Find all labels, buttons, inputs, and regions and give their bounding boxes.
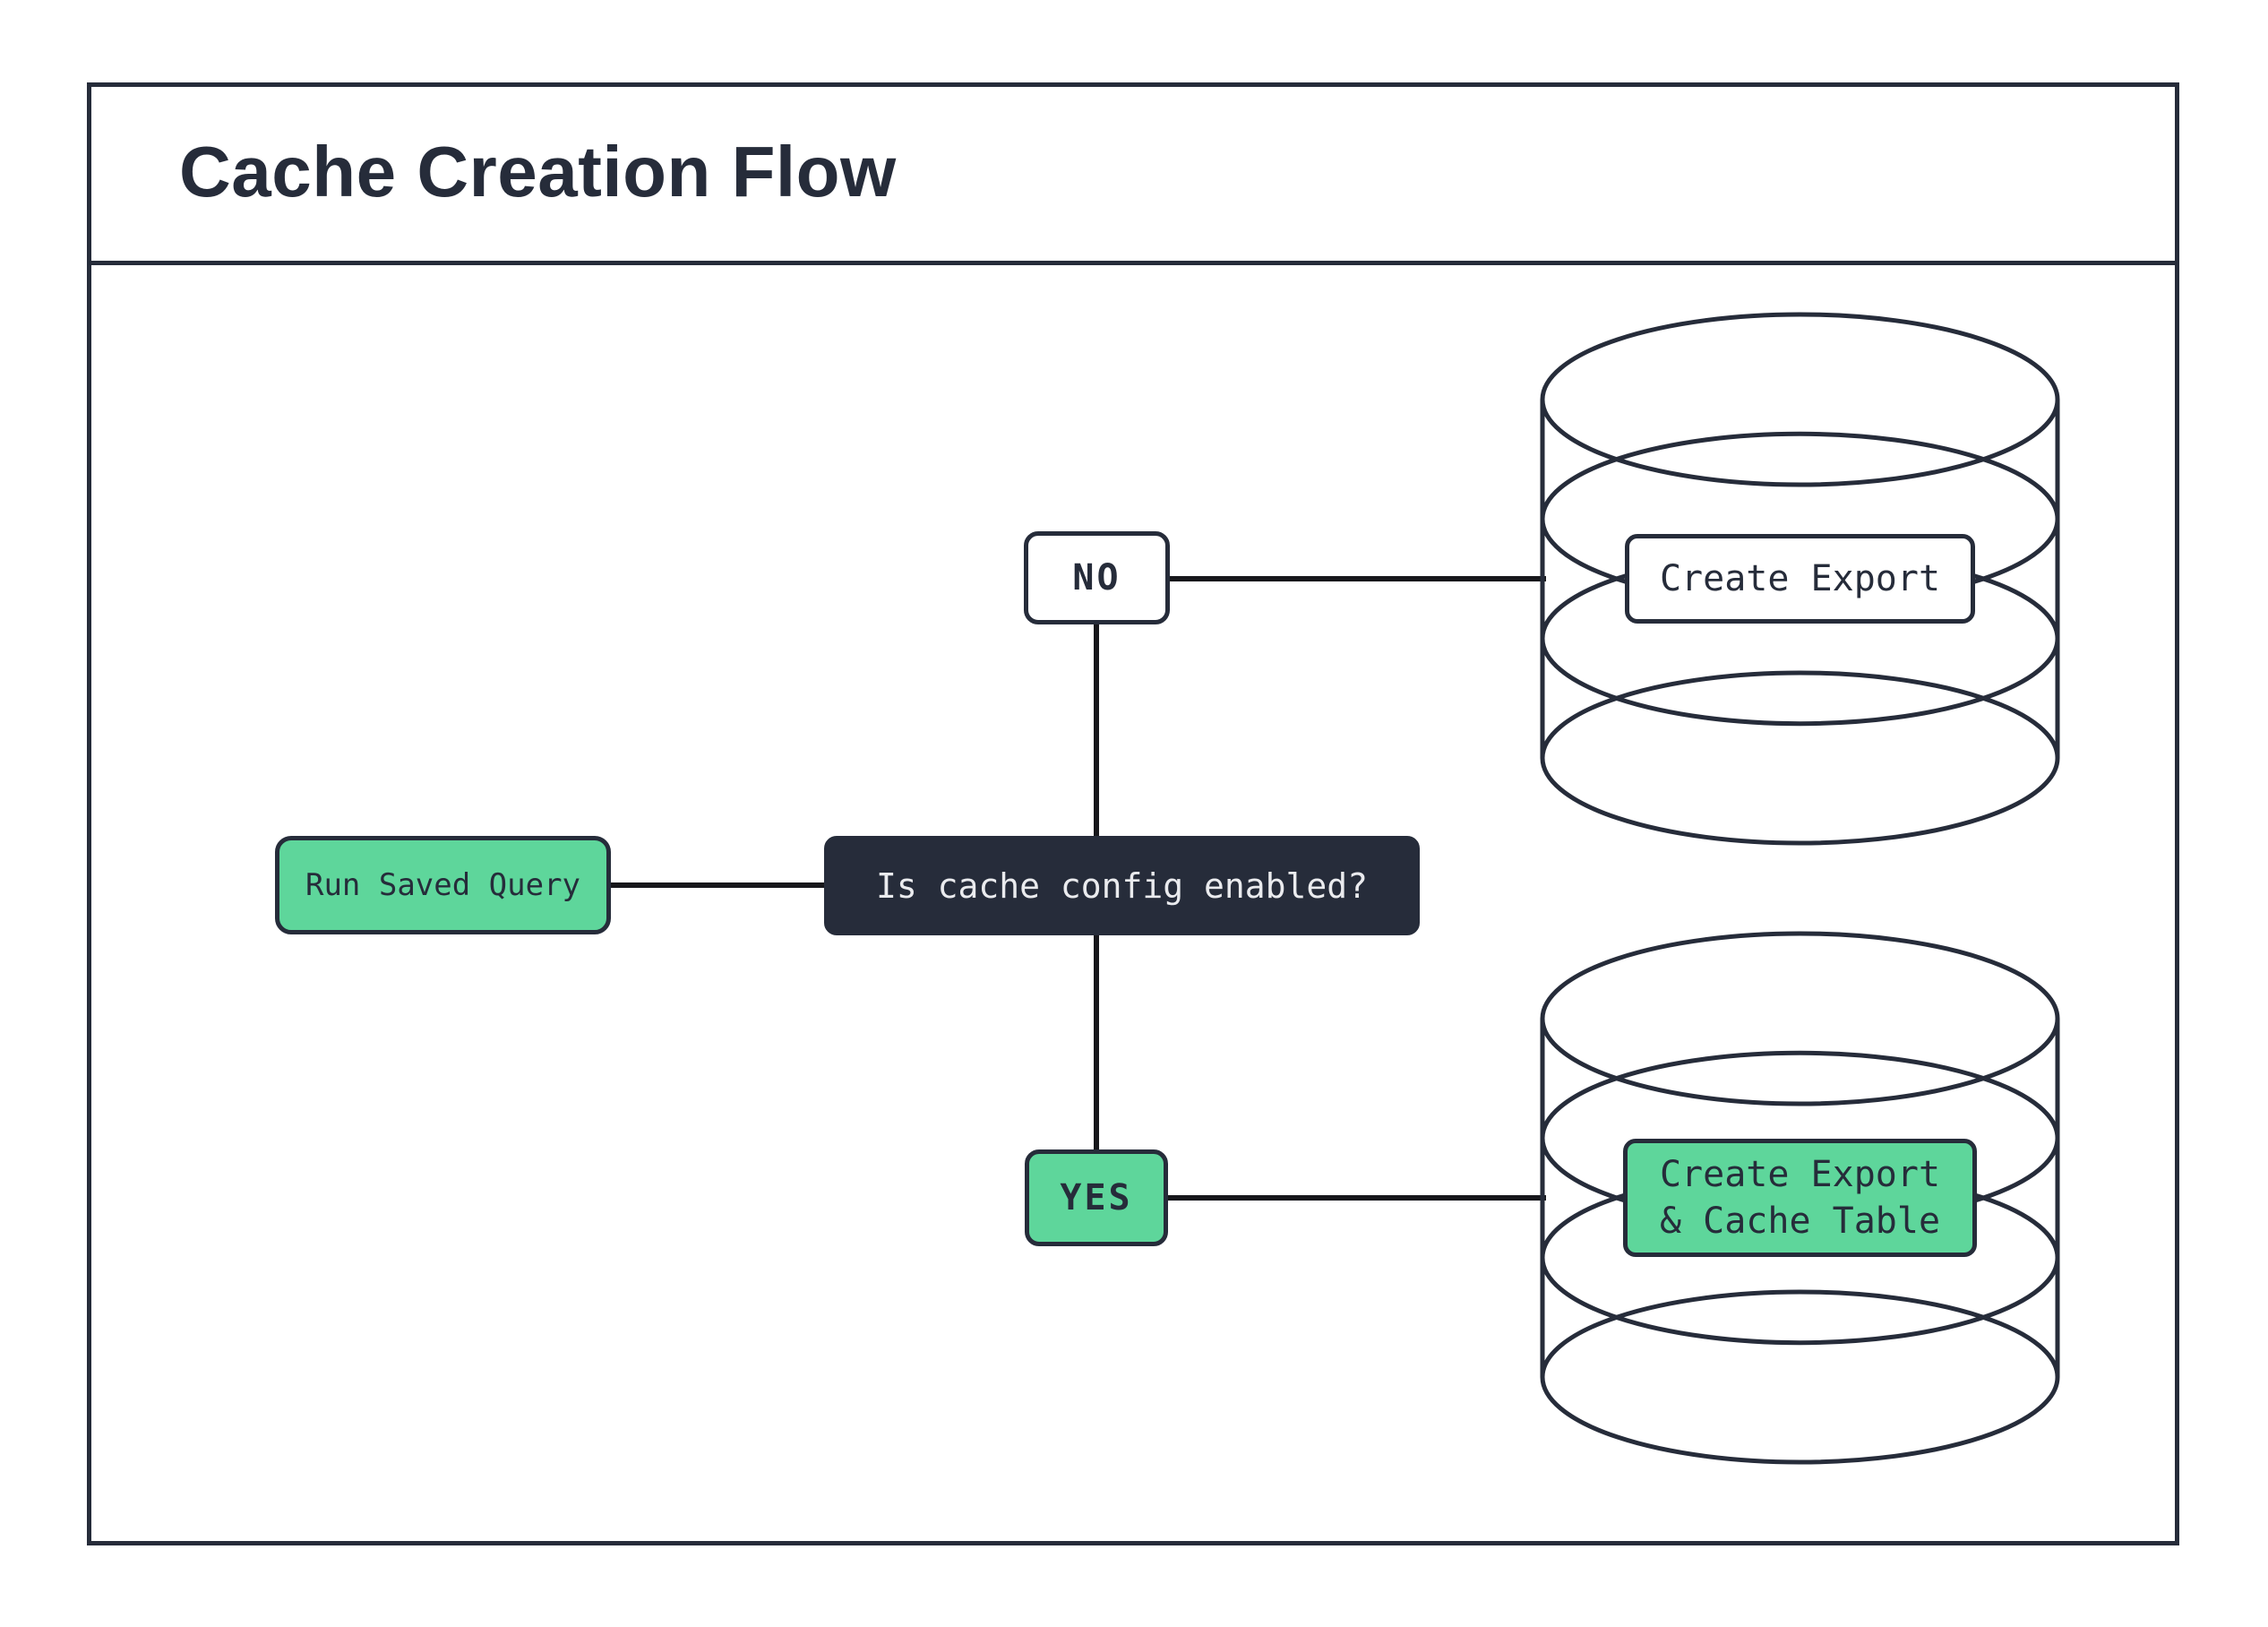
page-title: Cache Creation Flow xyxy=(179,132,897,211)
db-label-create-export: Create Export xyxy=(1625,534,1975,624)
db-label-cache-line-2: & Cache Table xyxy=(1659,1201,1941,1242)
node-yes-label: YES xyxy=(1060,1177,1133,1218)
cylinder-bottom-disc-1 xyxy=(1540,931,2060,1106)
db-label-create-export-text: Create Export xyxy=(1659,558,1941,599)
page-frame xyxy=(87,82,2179,1545)
db-label-cache-line-1: Create Export xyxy=(1659,1154,1941,1195)
db-label-create-export-cache-table: Create Export & Cache Table xyxy=(1623,1139,1977,1257)
cylinder-top-disc-1 xyxy=(1540,312,2060,487)
node-yes: YES xyxy=(1025,1149,1168,1246)
node-run-saved-query-label: Run Saved Query xyxy=(305,867,581,903)
node-decision-label: Is cache config enabled? xyxy=(875,865,1369,906)
node-decision-cache-config: Is cache config enabled? xyxy=(824,836,1420,935)
cylinder-bottom-disc-4 xyxy=(1540,1289,2060,1465)
node-no-label: NO xyxy=(1072,557,1121,598)
node-run-saved-query: Run Saved Query xyxy=(275,836,611,934)
cylinder-top-disc-4 xyxy=(1540,670,2060,846)
node-no: NO xyxy=(1024,531,1170,624)
header-divider xyxy=(87,261,2179,265)
